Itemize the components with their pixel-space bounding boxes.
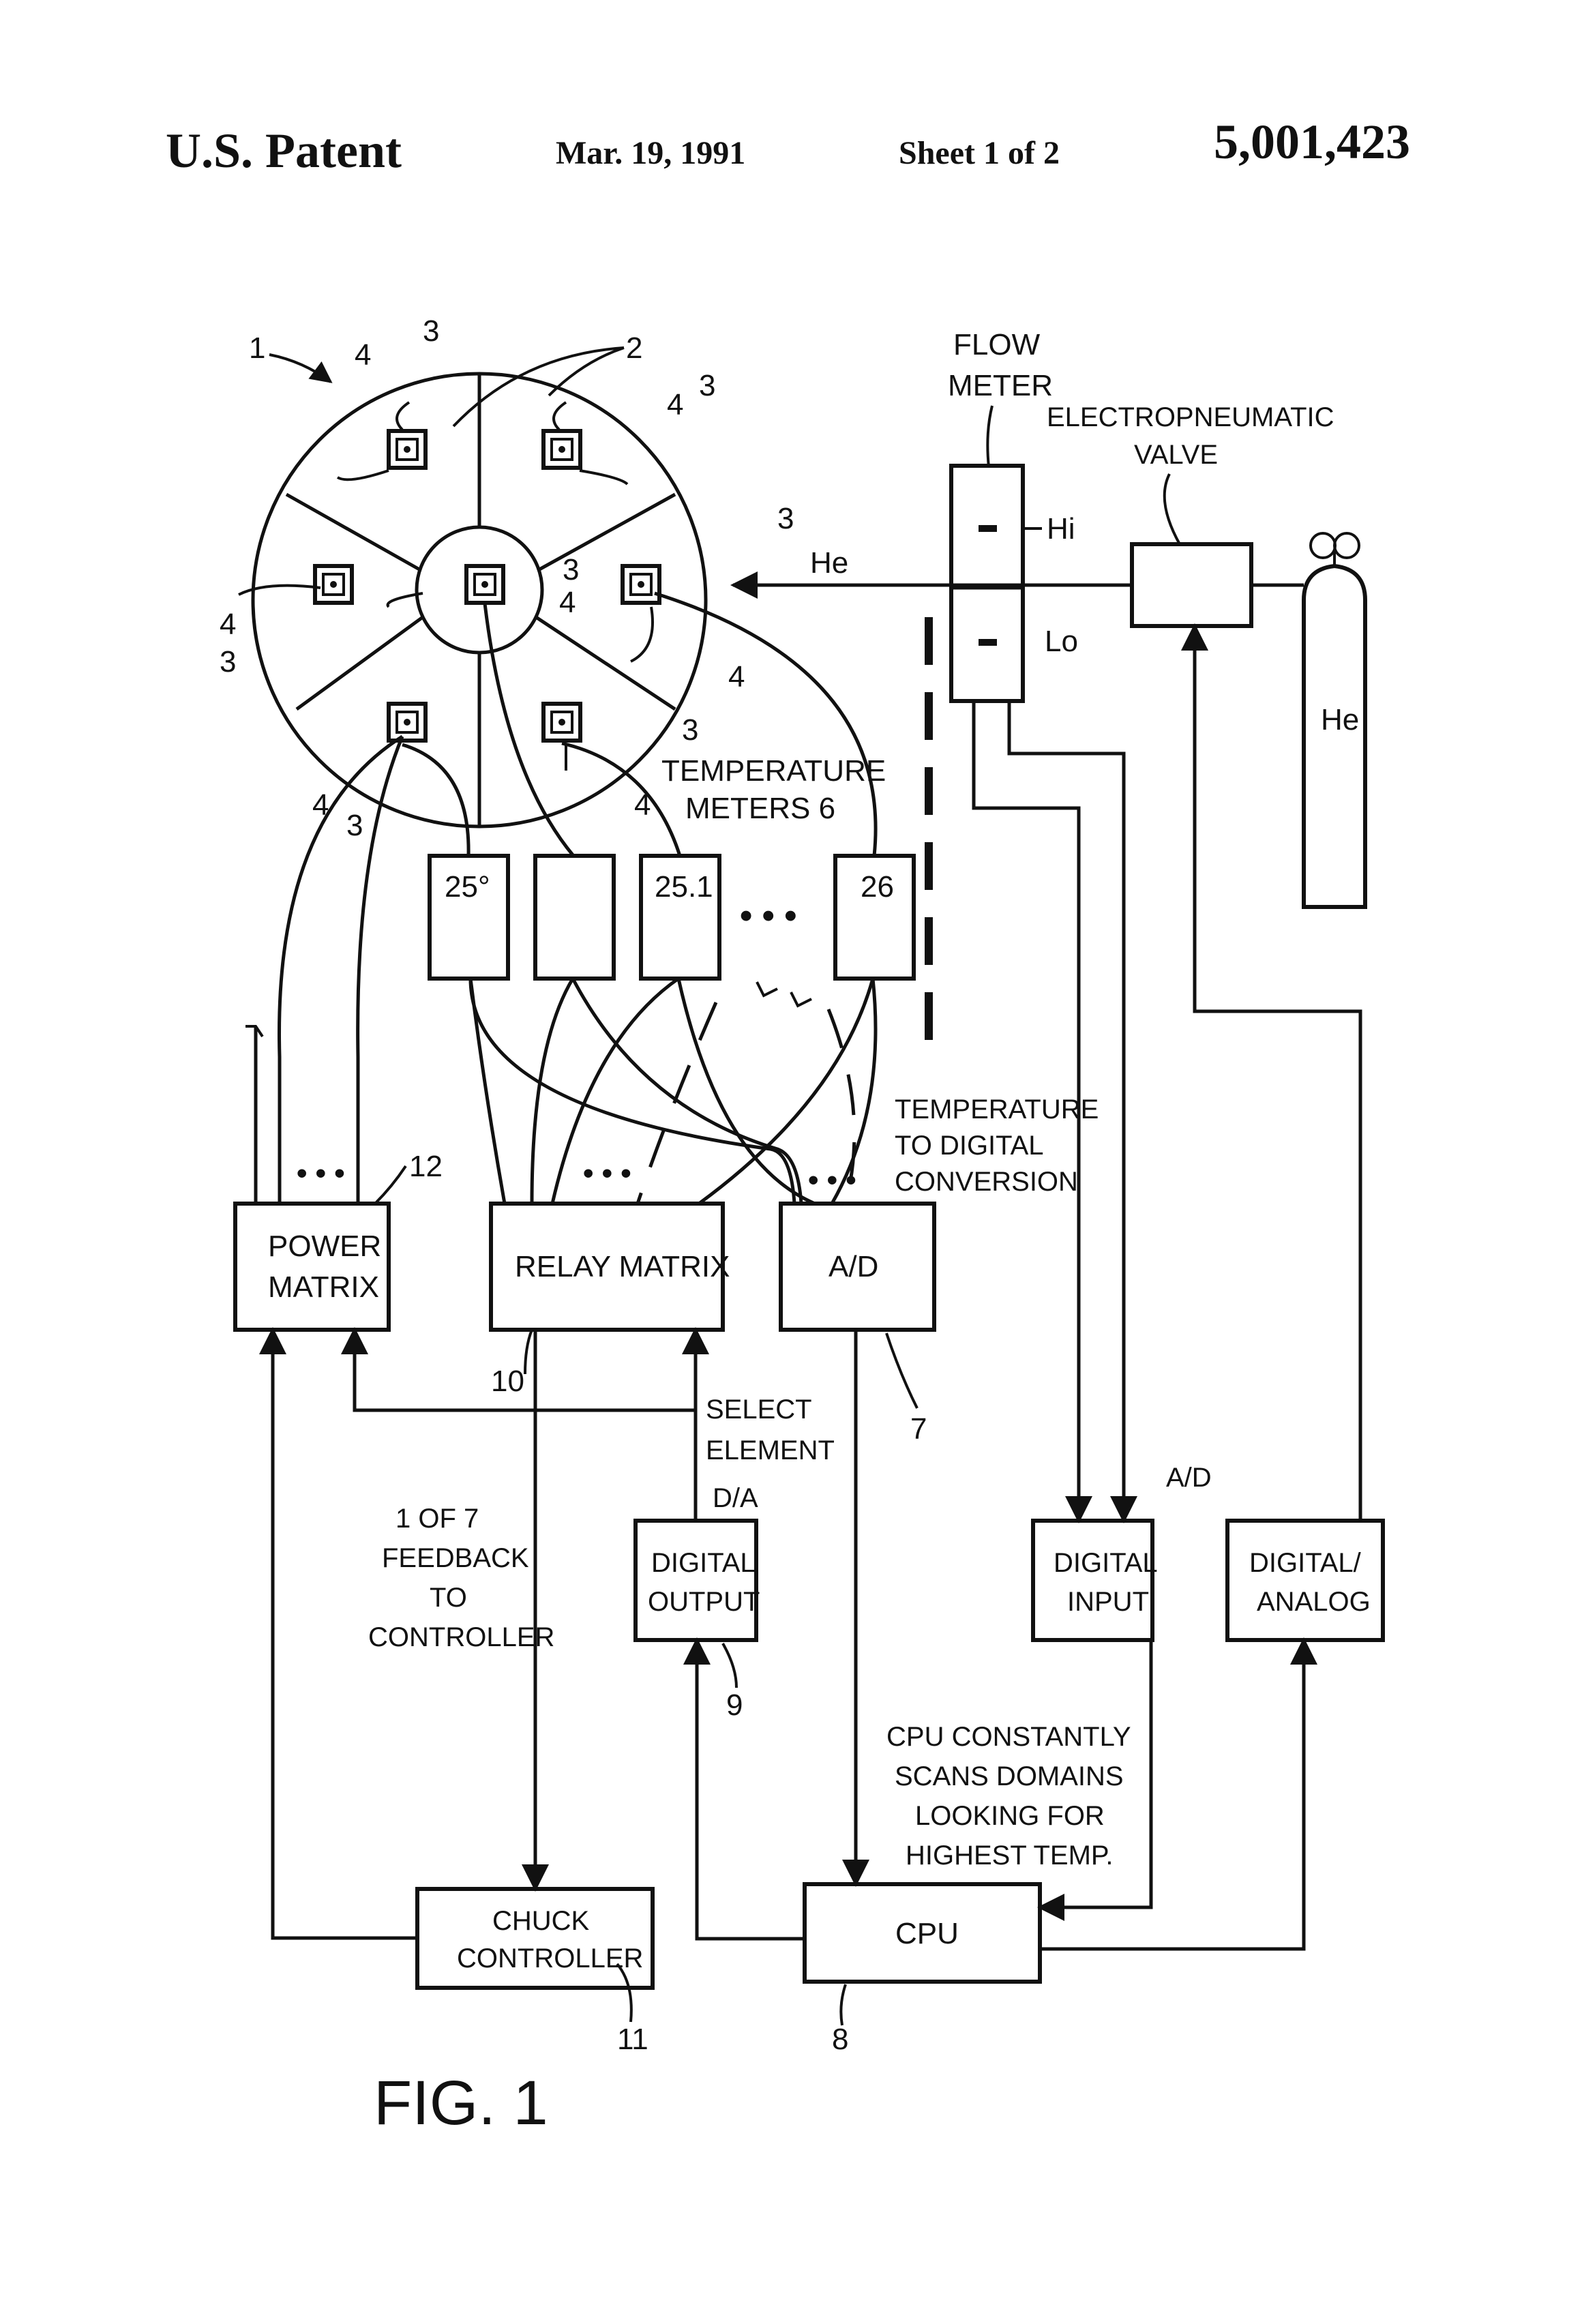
- chuck-controller-label: CONTROLLER: [457, 1943, 643, 1973]
- domain-divider: [538, 492, 676, 571]
- signal-connections: [259, 623, 1362, 1951]
- ref-numeral-power-matrix: 12: [409, 1150, 443, 1183]
- temperature-reading: 26: [861, 870, 894, 904]
- ref-numeral-sensor: 3: [777, 502, 794, 535]
- select-element-label: SELECT: [706, 1395, 812, 1425]
- ad-small-label: A/D: [1166, 1463, 1212, 1493]
- domain-divider: [535, 615, 676, 711]
- temperature-reading: 25°: [445, 870, 490, 904]
- meter-wiring: [468, 977, 878, 1206]
- temperature-meters-label: METERS 6: [685, 792, 835, 825]
- ad-label: A/D: [829, 1250, 878, 1283]
- digital-input-label: DIGITAL: [1054, 1548, 1158, 1578]
- feedback-label: CONTROLLER: [368, 1622, 554, 1652]
- digital-input-block: DIGITAL INPUT: [1031, 1519, 1158, 1642]
- ref-numeral-cpu: 8: [832, 2023, 848, 2056]
- digital-output-label: DIGITAL: [651, 1548, 756, 1578]
- temperature-meters-label: TEMPERATURE: [661, 754, 886, 788]
- feedback-label: TO: [430, 1583, 467, 1613]
- temperature-meter: [639, 854, 721, 981]
- sensor-element: [541, 702, 582, 743]
- cpu-note: HIGHEST TEMP.: [906, 1841, 1114, 1871]
- relay-matrix-dots: • • •: [583, 1157, 631, 1190]
- gas-supply: FLOW METER Hi Lo ELECTROPNEUMATIC VALVE …: [730, 328, 1367, 1064]
- sensor-element: [464, 564, 505, 605]
- temperature-meter: [533, 854, 616, 981]
- digital-output-label: OUTPUT: [648, 1587, 760, 1617]
- temperature-reading: 25.1: [655, 870, 713, 904]
- digital-analog-label: DIGITAL/: [1249, 1548, 1362, 1578]
- ref-numeral-sensor: 3: [682, 713, 698, 747]
- he-line-label: He: [810, 546, 848, 580]
- da-label: D/A: [713, 1483, 758, 1513]
- meters-ellipsis: • • •: [740, 896, 797, 936]
- sensor-element: [387, 429, 428, 470]
- domain-divider: [295, 615, 424, 711]
- cpu-note: CPU CONSTANTLY: [886, 1722, 1131, 1752]
- he-tank-label: He: [1321, 703, 1359, 736]
- patent-office-label: U.S. Patent: [166, 123, 402, 178]
- ref-numeral-relay-matrix: 10: [491, 1365, 524, 1398]
- relay-matrix-label: RELAY MATRIX: [515, 1250, 730, 1283]
- select-element-label: ELEMENT: [706, 1435, 835, 1465]
- ref-numeral-lead: 4: [559, 586, 576, 619]
- sensor-element: [621, 564, 661, 605]
- ref-numeral-ad: 7: [910, 1412, 927, 1446]
- feedback-label: 1 OF 7: [395, 1504, 479, 1534]
- valve-label: VALVE: [1134, 440, 1218, 470]
- sensor-element: [387, 702, 428, 743]
- domain-divider: [285, 492, 421, 571]
- sensor-element: [313, 564, 354, 605]
- cpu-note: LOOKING FOR: [915, 1801, 1105, 1831]
- ref-numeral-sensor: 3: [423, 314, 439, 348]
- cpu-block: CPU 8: [803, 1882, 1042, 2056]
- digital-analog-block: DIGITAL/ ANALOG: [1225, 1519, 1385, 1642]
- ad-block: A/D 7 • • •: [779, 1163, 936, 1446]
- ref-numeral-lead: 4: [220, 608, 236, 641]
- chuck-controller-block: CHUCK CONTROLLER 11: [415, 1887, 655, 2056]
- temperature-meters: TEMPERATURE METERS 6 25° 25.1 • • • 26: [402, 591, 916, 981]
- ref-numeral-lead: 4: [728, 660, 745, 694]
- ref-numeral-chuck-controller: 11: [617, 2023, 648, 2056]
- power-matrix-label: POWER: [268, 1230, 381, 1263]
- patent-number: 5,001,423: [1214, 115, 1410, 169]
- temp-conversion-label: TO DIGITAL: [895, 1131, 1044, 1161]
- flow-meter-label: FLOW: [953, 328, 1041, 361]
- temp-conversion-label: TEMPERATURE: [895, 1094, 1099, 1124]
- sheet-number: Sheet 1 of 2: [899, 135, 1060, 171]
- ref-numeral-chuck: 1: [249, 331, 265, 365]
- patent-header: U.S. Patent Mar. 19, 1991 Sheet 1 of 2 5…: [166, 115, 1410, 178]
- power-matrix-dots: • • •: [297, 1157, 345, 1190]
- patent-date: Mar. 19, 1991: [556, 135, 745, 171]
- flow-hi-label: Hi: [1047, 512, 1075, 546]
- helium-tank: He: [1302, 532, 1367, 909]
- relay-matrix-block: RELAY MATRIX 10 • • •: [489, 1157, 730, 1398]
- digital-analog-label: ANALOG: [1257, 1587, 1371, 1617]
- power-matrix-block: POWER MATRIX 12 • • •: [233, 1150, 443, 1332]
- temp-conversion-label: CONVERSION: [895, 1167, 1078, 1197]
- ref-numeral-digital-output: 9: [726, 1688, 743, 1722]
- ref-numeral-sensor: 3: [563, 553, 579, 586]
- power-matrix-label: MATRIX: [268, 1270, 379, 1304]
- ref-numeral-domain: 2: [626, 331, 642, 365]
- digital-input-label: INPUT: [1067, 1587, 1149, 1617]
- figure-label: FIG. 1: [374, 2068, 548, 2138]
- ref-numeral-sensor: 3: [699, 369, 715, 402]
- cpu-note: SCANS DOMAINS: [895, 1761, 1124, 1791]
- flow-meter-label: METER: [948, 369, 1053, 402]
- ref-numeral-sensor: 3: [220, 645, 236, 679]
- ref-numeral-lead: 4: [355, 338, 371, 372]
- digital-output-block: DIGITAL OUTPUT 9: [633, 1519, 760, 1722]
- feedback-label: FEEDBACK: [382, 1543, 529, 1573]
- electropneumatic-valve: [1130, 542, 1253, 628]
- sensor-element: [541, 429, 582, 470]
- chuck-controller-label: CHUCK: [492, 1906, 590, 1936]
- ref-numeral-lead: 4: [667, 388, 683, 421]
- flow-lo-label: Lo: [1045, 625, 1078, 658]
- valve-label: ELECTROPNEUMATIC: [1047, 402, 1334, 432]
- cpu-label: CPU: [895, 1917, 959, 1950]
- chuck-diagram: 1 2 3 3 3 3 3 3 3 4 4 4 4 4 4 4: [220, 314, 794, 842]
- ref-numeral-sensor: 3: [346, 809, 363, 842]
